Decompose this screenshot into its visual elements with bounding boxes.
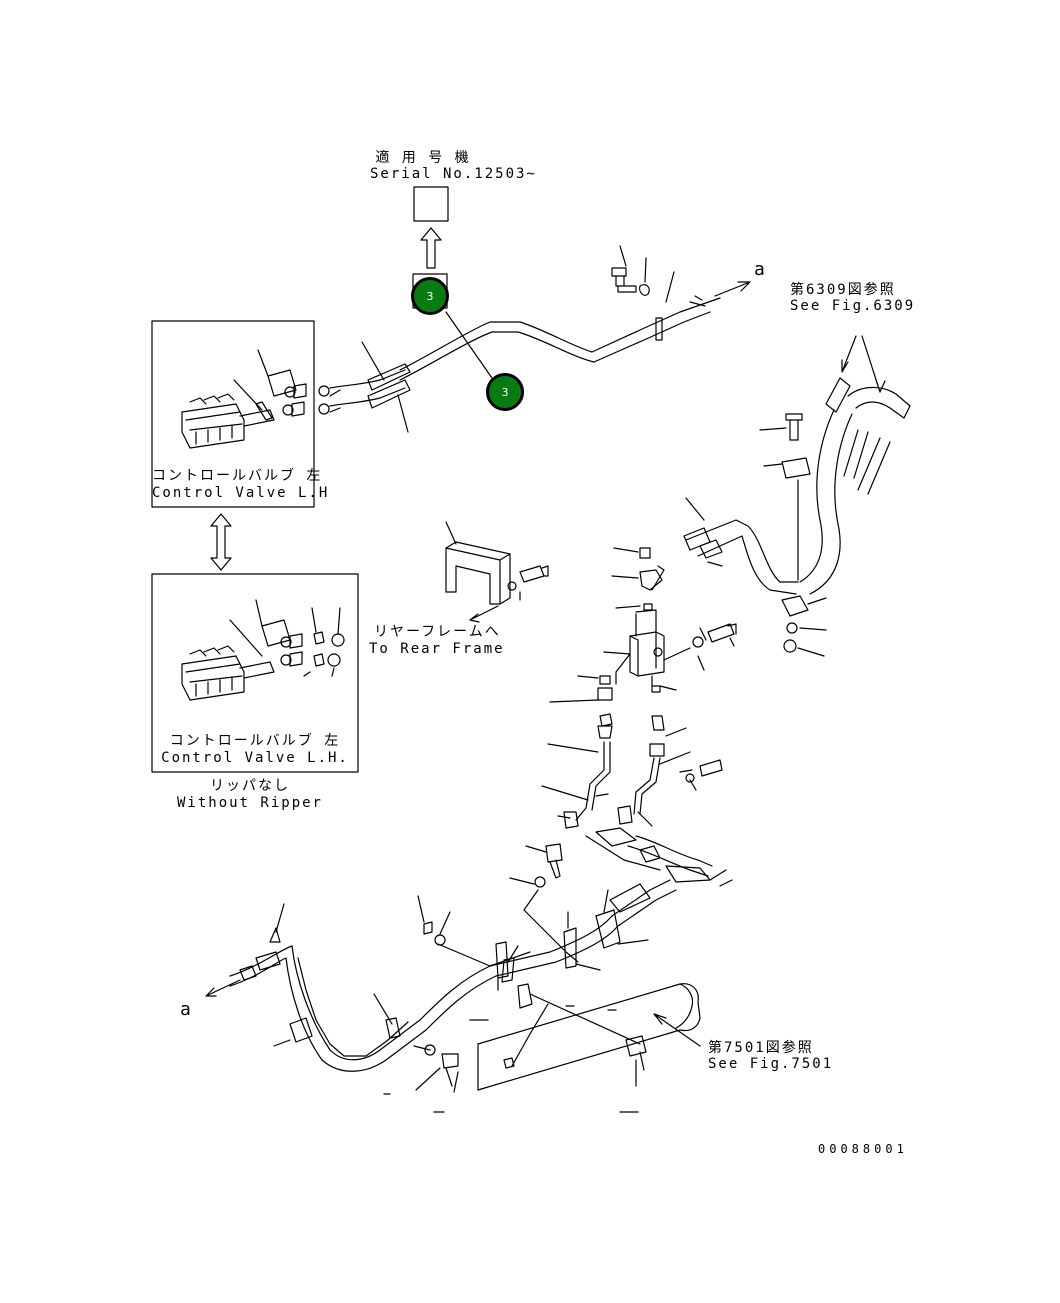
frame-member	[477, 983, 701, 1091]
rear-bracket	[445, 521, 549, 623]
see-fig-6309-en: See Fig.6309	[790, 298, 916, 314]
serial-box	[413, 186, 449, 222]
to-rear-frame-en: To Rear Frame	[369, 641, 505, 657]
control-valve-bottom-en: Control Valve L.H.	[161, 750, 349, 766]
control-valve-box-bottom	[151, 573, 359, 773]
see-fig-7501-en: See Fig.7501	[708, 1056, 834, 1072]
top-tube	[399, 297, 721, 381]
see-fig-7501-jp: 第7501図参照	[708, 1040, 814, 1056]
without-ripper-jp: リッパなし	[210, 778, 290, 794]
figure-id: 00088001	[818, 1142, 908, 1156]
valve-drawing-top	[181, 349, 307, 449]
control-valve-top-jp: コントロールバルブ 左	[152, 468, 323, 484]
serial-applicability-en: Serial No.12503~	[370, 166, 537, 182]
valve-drawing-bottom	[181, 599, 345, 701]
valve-block	[603, 609, 737, 693]
callout-3-middle[interactable]: 3	[486, 373, 524, 411]
without-ripper-en: Without Ripper	[176, 795, 323, 811]
callout-3-top[interactable]: 3	[411, 277, 449, 315]
arrow-a-top	[714, 281, 751, 297]
bottom-hose	[229, 879, 677, 1072]
control-valve-box-top	[151, 320, 315, 508]
to-rear-frame-jp: リヤーフレームへ	[374, 624, 501, 640]
control-valve-top-en: Control Valve L.H	[152, 485, 330, 501]
up-arrow	[420, 227, 442, 269]
arrow-a-top-label: a	[754, 259, 767, 280]
serial-applicability-jp: 適 用 号 機	[375, 150, 471, 166]
double-arrow	[210, 513, 232, 571]
control-valve-bottom-jp: コントロールバルブ 左	[169, 733, 341, 749]
see-fig-6309-jp: 第6309図参照	[790, 282, 896, 298]
right-hose-assembly	[759, 377, 911, 595]
arrow-a-bottom-label: a	[180, 999, 193, 1020]
